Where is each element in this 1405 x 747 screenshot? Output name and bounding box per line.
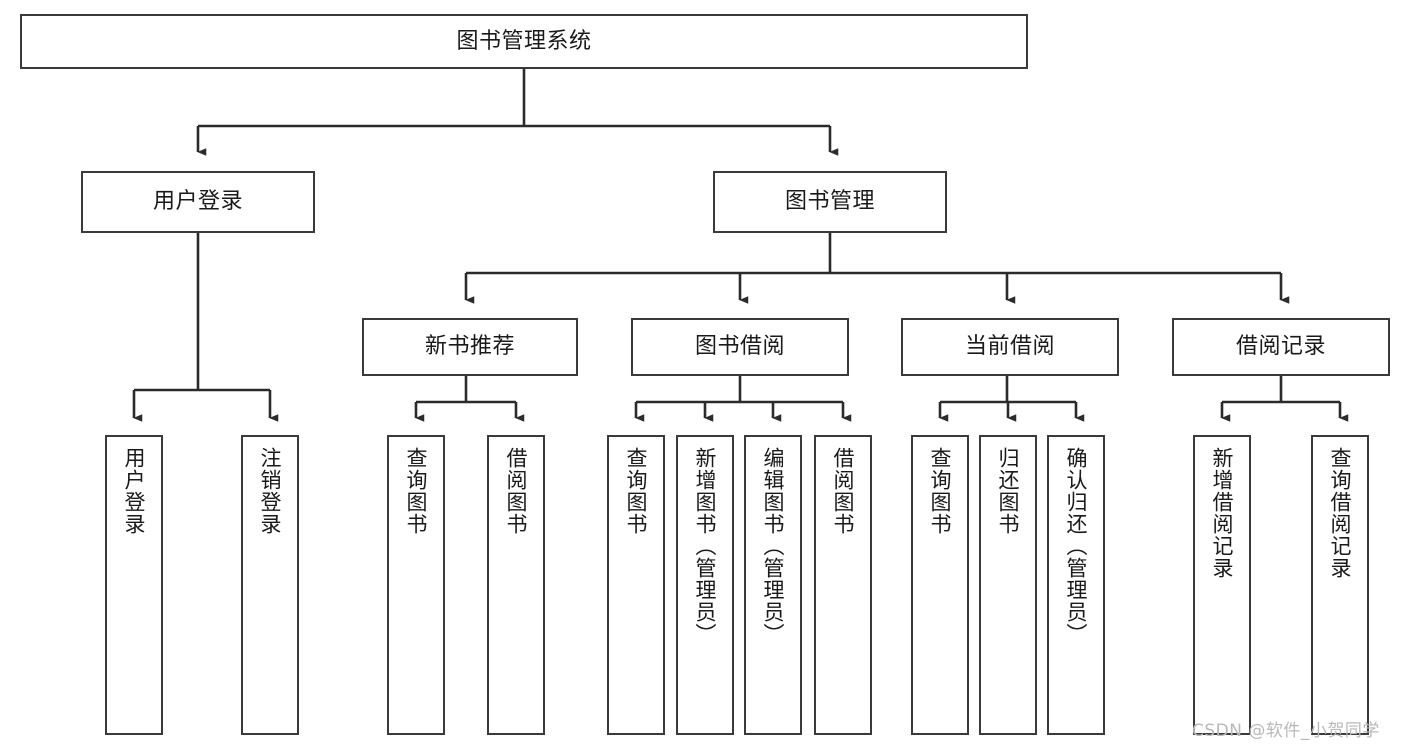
leaf-book-borrow-add-book-admin[interactable]: 新增图书（管理员） [676, 435, 734, 735]
leaf-new-book-borrow-book[interactable]: 借阅图书 [487, 435, 545, 735]
node-label: 用户登录 [152, 189, 243, 215]
csdn-watermark: CSDN @软件_小贺同学 [1192, 721, 1380, 741]
node-root-book-management-system[interactable]: 图书管理系统 [20, 14, 1028, 69]
node-borrow-record[interactable]: 借阅记录 [1172, 318, 1390, 376]
node-label: 新书推荐 [424, 334, 515, 360]
node-label: 用户登录 [122, 447, 147, 535]
leaf-new-book-query-book[interactable]: 查询图书 [387, 435, 445, 735]
node-label: 确认归还（管理员） [1064, 447, 1089, 645]
node-label: 借阅记录 [1235, 334, 1326, 360]
node-label: 借阅图书 [831, 447, 856, 535]
node-label: 查询图书 [928, 447, 953, 535]
node-label: 当前借阅 [964, 334, 1055, 360]
node-label: 查询图书 [404, 447, 429, 535]
node-label: 图书管理系统 [456, 28, 592, 54]
leaf-current-borrow-return-book[interactable]: 归还图书 [979, 435, 1037, 735]
leaf-user-login-login[interactable]: 用户登录 [105, 435, 163, 735]
node-label: 查询图书 [624, 447, 649, 535]
node-book-borrow[interactable]: 图书借阅 [631, 318, 849, 376]
leaf-current-borrow-confirm-return-admin[interactable]: 确认归还（管理员） [1047, 435, 1105, 735]
node-label: 查询借阅记录 [1328, 447, 1353, 579]
node-label: 编辑图书（管理员） [761, 447, 786, 645]
leaf-borrow-record-add-record[interactable]: 新增借阅记录 [1193, 435, 1251, 735]
node-new-book-recommend[interactable]: 新书推荐 [362, 318, 578, 376]
node-label: 图书借阅 [694, 334, 785, 360]
node-user-login[interactable]: 用户登录 [81, 171, 315, 233]
node-label: 图书管理 [784, 189, 875, 215]
leaf-book-borrow-edit-book-admin[interactable]: 编辑图书（管理员） [744, 435, 802, 735]
node-current-borrow[interactable]: 当前借阅 [901, 318, 1119, 376]
node-label: 新增借阅记录 [1210, 447, 1235, 579]
leaf-borrow-record-query-record[interactable]: 查询借阅记录 [1311, 435, 1369, 735]
node-label: 借阅图书 [504, 447, 529, 535]
node-label: 注销登录 [258, 447, 283, 535]
node-label: 归还图书 [996, 447, 1021, 535]
leaf-user-login-logout[interactable]: 注销登录 [241, 435, 299, 735]
leaf-current-borrow-query-book[interactable]: 查询图书 [911, 435, 969, 735]
node-book-management[interactable]: 图书管理 [713, 171, 947, 233]
leaf-book-borrow-query-book[interactable]: 查询图书 [607, 435, 665, 735]
leaf-book-borrow-borrow-book[interactable]: 借阅图书 [814, 435, 872, 735]
node-label: 新增图书（管理员） [693, 447, 718, 645]
